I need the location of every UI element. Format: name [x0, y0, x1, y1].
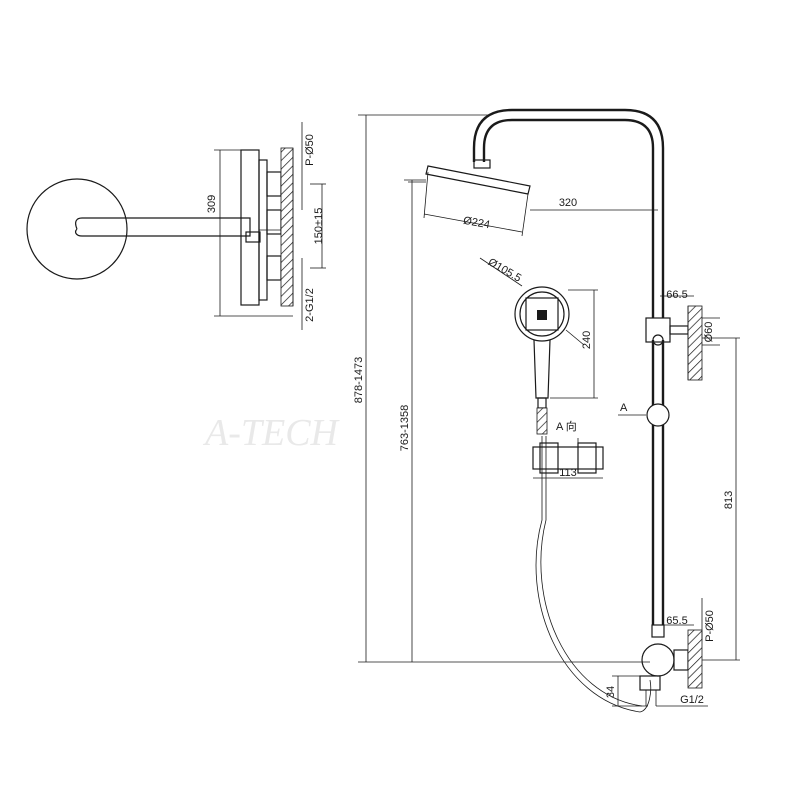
- hose-connector: [536, 407, 548, 435]
- dim-overall-height: 878-1473: [353, 357, 365, 404]
- dim-base-pipe-dia: P-Ø50: [704, 610, 716, 642]
- dim-base-offset: 65.5: [666, 615, 687, 627]
- hand-shower-handle: [533, 339, 551, 399]
- watermark: A-TECH: [202, 412, 341, 454]
- side-view: 309 P-Ø50 150±15 2-G1/2: [26, 122, 326, 330]
- lower-wall-hatch: [687, 629, 703, 689]
- dim-arm-reach: 320: [559, 197, 577, 209]
- dim-slider-height: 763-1358: [399, 405, 411, 452]
- shower-head-front: [425, 165, 531, 195]
- base-mixer-valve: [641, 643, 675, 677]
- shower-arm-side: [75, 217, 251, 237]
- dim-center-distance: 150±15: [313, 208, 325, 245]
- dim-head-dia: Ø224: [462, 215, 491, 231]
- dim-bracket-dia: Ø60: [703, 322, 715, 343]
- hand-shower-face: [514, 286, 570, 342]
- dim-hand-length: 240: [581, 331, 593, 349]
- front-view: 878-1473 763-1358 Ø224 320 Ø105.5: [353, 108, 740, 713]
- hand-holder-a-view: [532, 446, 604, 470]
- section-label-a: A 向: [556, 419, 577, 433]
- hand-holder-slider: [646, 403, 670, 427]
- dim-inlet-thread-side: 2-G1/2: [304, 288, 316, 322]
- dim-pipe-dia-side: P-Ø50: [304, 134, 316, 166]
- dim-309: 309: [206, 195, 218, 213]
- shower-head-side-circle: [26, 178, 128, 280]
- dim-base-thread: G1/2: [680, 694, 704, 706]
- dim-lower-height: 813: [723, 491, 735, 509]
- upper-wall-hatch: [687, 305, 703, 381]
- riser-pipe: [482, 118, 655, 318]
- hand-shower-nozzle-grid: [525, 297, 559, 331]
- section-mark-a: A: [620, 402, 628, 414]
- dim-base-height: 34: [605, 686, 617, 698]
- dim-holder-width: 113: [559, 467, 577, 479]
- dim-bracket-offset: 66.5: [666, 289, 687, 301]
- wall-hatch-side: [280, 147, 294, 307]
- dim-hand-dia: Ø105.5: [486, 256, 523, 284]
- upper-bracket-clamp: [645, 317, 671, 343]
- hose: [535, 436, 652, 713]
